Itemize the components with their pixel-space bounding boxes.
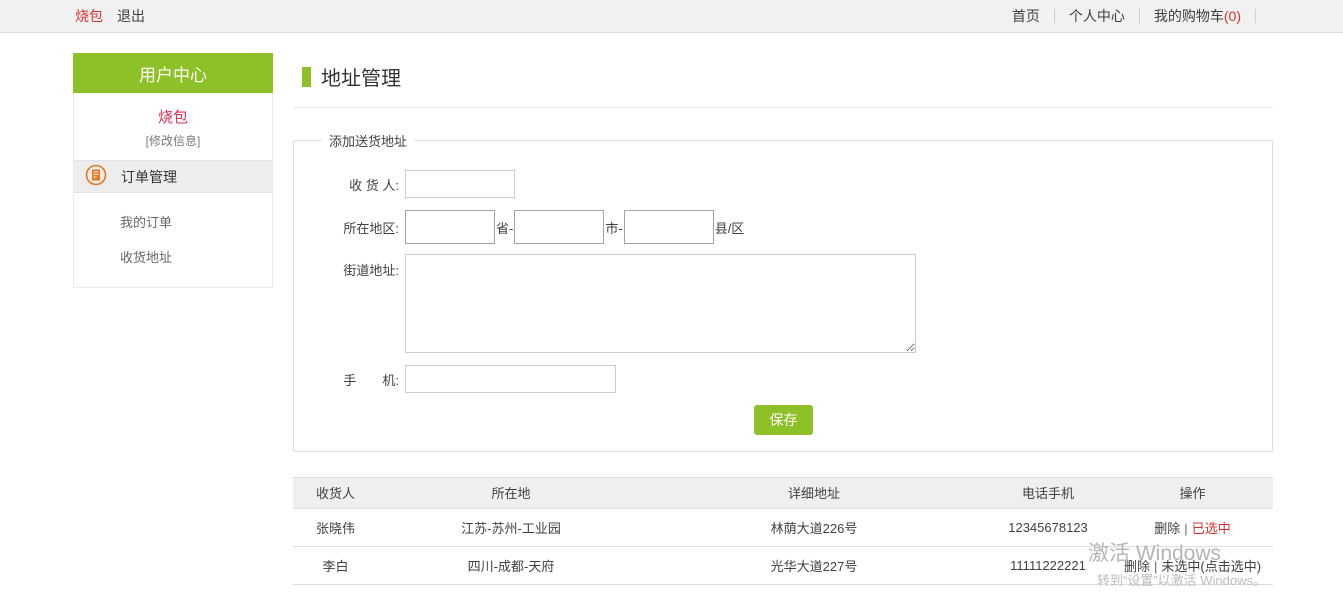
header-phone: 电话手机 [984,477,1112,509]
header-address: 详细地址 [644,477,984,509]
sidebar-item-shipping-address[interactable]: 收货地址 [120,250,173,265]
cart-link[interactable]: 我的购物车(0) [1154,6,1241,26]
cell-region: 四川-成都-天府 [378,546,644,585]
cart-count: (0) [1223,8,1241,24]
topbar-right: 首页 个人中心 我的购物车(0) [1012,6,1270,26]
delete-link[interactable]: 删除 [1154,521,1181,536]
header-actions: 操作 [1112,477,1273,509]
divider [1255,9,1256,23]
table-row: 张晓伟 江苏-苏州-工业园 林荫大道226号 12345678123 删除|已选… [293,508,1273,547]
header-receiver: 收货人 [293,477,378,509]
watermark-title: 激活 Windows [1088,542,1222,565]
street-row: 街道地址: [329,254,1272,353]
table-row: 李白 四川-成都-天府 光华大道227号 11111222221 删除|未选中(… [293,546,1273,585]
sidebar-subitems: 我的订单 收货地址 [74,193,272,287]
phone-label: 手 机: [343,372,399,388]
topbar-left: 烧包 退出 [75,6,145,26]
province-input[interactable] [405,210,495,244]
cell-actions: 删除|已选中 [1112,508,1273,547]
cell-address: 光华大道227号 [644,546,984,585]
receiver-label: 收 货 人: [349,177,399,193]
delete-link[interactable]: 删除 [1123,559,1150,574]
cell-phone: 12345678123 [984,508,1112,547]
city-input[interactable] [514,210,605,244]
cell-address: 林荫大道226号 [644,508,984,547]
status-selected-link[interactable]: 已选中 [1191,521,1231,536]
sidebar-title: 用户中心 [73,53,273,93]
save-row: 保存 [754,405,1272,435]
sidebar-item-order-management[interactable]: 订单管理 [74,160,272,193]
receiver-input[interactable] [405,170,515,198]
order-list-icon [85,164,107,189]
cell-actions: 删除|未选中(点击选中) [1112,546,1273,585]
street-address-textarea[interactable] [405,254,916,353]
district-suffix: 县/区 [714,220,745,236]
region-row: 所在地区: 省- 市- 县/区 [329,210,1272,244]
home-link[interactable]: 首页 [1011,8,1040,24]
windows-activation-watermark: 激活 Windows 转到“设置”以激活 Windows。 [1088,537,1266,589]
sidebar-item-my-orders[interactable]: 我的订单 [120,215,173,230]
status-unselected-link[interactable]: 未选中(点击选中) [1161,559,1262,574]
region-label: 所在地区: [343,220,399,236]
action-separator: | [1184,521,1188,536]
main-content: 地址管理 添加送货地址 收 货 人: 所在地区: 省- 市- 县/区 街道地址:… [293,53,1273,585]
cell-region: 江苏-苏州-工业园 [378,508,644,547]
cell-receiver: 李白 [293,546,378,585]
save-button[interactable]: 保存 [754,405,813,435]
cell-phone: 11111222221 [984,546,1112,585]
form-legend: 添加送货地址 [329,134,408,149]
user-center-link[interactable]: 个人中心 [1068,8,1125,24]
header-region: 所在地 [378,477,644,509]
phone-row: 手 机: [329,365,1272,393]
page-title: 地址管理 [321,68,401,90]
sidebar: 用户中心 烧包 [修改信息] 订单管理 我的订单 收货地址 [73,53,273,288]
address-table: 收货人 所在地 详细地址 电话手机 操作 张晓伟 江苏-苏州-工业园 林荫大道2… [293,477,1273,585]
order-management-label: 订单管理 [121,168,177,185]
topbar: 烧包 退出 首页 个人中心 我的购物车(0) [0,0,1343,33]
logout-link[interactable]: 退出 [117,8,145,24]
divider [1138,9,1140,23]
district-input[interactable] [623,210,714,244]
user-block: 烧包 [修改信息] [74,93,272,160]
phone-input[interactable] [405,365,616,393]
watermark-subtitle: 转到“设置”以激活 Windows。 [1097,573,1267,588]
brand-link[interactable]: 烧包 [75,8,103,24]
province-suffix: 省- [496,220,514,236]
cart-label: 我的购物车 [1153,8,1224,24]
title-accent-block [302,66,311,87]
table-header-row: 收货人 所在地 详细地址 电话手机 操作 [293,477,1273,509]
add-address-form: 添加送货地址 收 货 人: 所在地区: 省- 市- 县/区 街道地址: 手 机:… [293,131,1273,452]
city-suffix: 市- [605,220,623,236]
divider [1053,9,1055,23]
page-title-row: 地址管理 [293,53,1273,108]
sidebar-username[interactable]: 烧包 [157,109,188,126]
edit-info-link[interactable]: [修改信息] [145,134,201,148]
street-label: 街道地址: [343,263,399,278]
receiver-row: 收 货 人: [329,170,1272,198]
action-separator: | [1153,559,1158,574]
cell-receiver: 张晓伟 [293,508,378,547]
